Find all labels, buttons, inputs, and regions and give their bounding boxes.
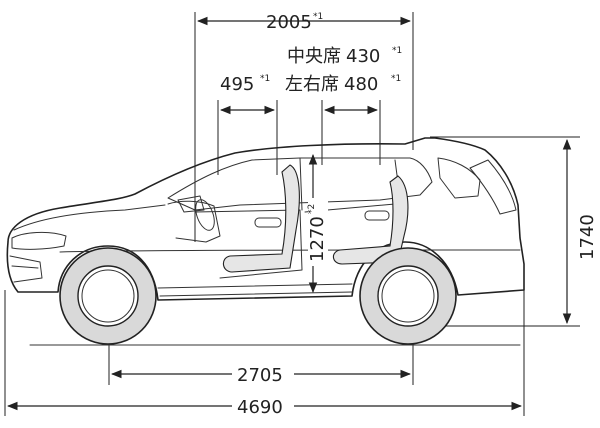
interior-height-note: *2 (307, 204, 317, 214)
b-pillar (299, 157, 303, 211)
interior-length-value: 2005 (266, 12, 312, 33)
rear-wheel (359, 247, 457, 345)
window-frame (167, 157, 433, 211)
front-door-handle (254, 217, 282, 228)
front-bumper (9, 255, 43, 283)
extension-lines (4, 12, 580, 416)
car-body-outline (6, 137, 525, 301)
side-seat-note: *1 (391, 74, 401, 84)
front-seat-width-note: *1 (260, 74, 270, 84)
dashboard (167, 200, 221, 243)
tail-light (469, 159, 517, 215)
steering-wheel (195, 199, 215, 231)
side-seat-label: 左右席 (285, 74, 339, 95)
headlight (11, 231, 67, 250)
front-seat-width-value: 495 (220, 74, 254, 95)
center-seat-label: 中央席 (287, 46, 341, 67)
rear-door-handle (364, 210, 390, 221)
rear-quarter-window (437, 157, 481, 199)
interior-length-note: *1 (313, 12, 323, 22)
center-seat-note: *1 (392, 46, 402, 56)
wheelbase-value: 2705 (237, 365, 283, 386)
rear-seat (332, 175, 409, 265)
side-seat-value: 480 (344, 74, 378, 95)
overall-length-value: 4690 (237, 397, 283, 418)
center-seat-value: 430 (346, 46, 380, 67)
overall-height-value: 1740 (577, 214, 598, 260)
front-door (194, 209, 303, 279)
interior-height-value: 1270 (307, 216, 328, 262)
front-wheel (59, 247, 157, 345)
hood-line (13, 204, 166, 231)
front-seat (222, 164, 300, 273)
side-mirror (177, 195, 205, 213)
car-side-view (6, 137, 525, 346)
rocker-panel (157, 283, 353, 297)
